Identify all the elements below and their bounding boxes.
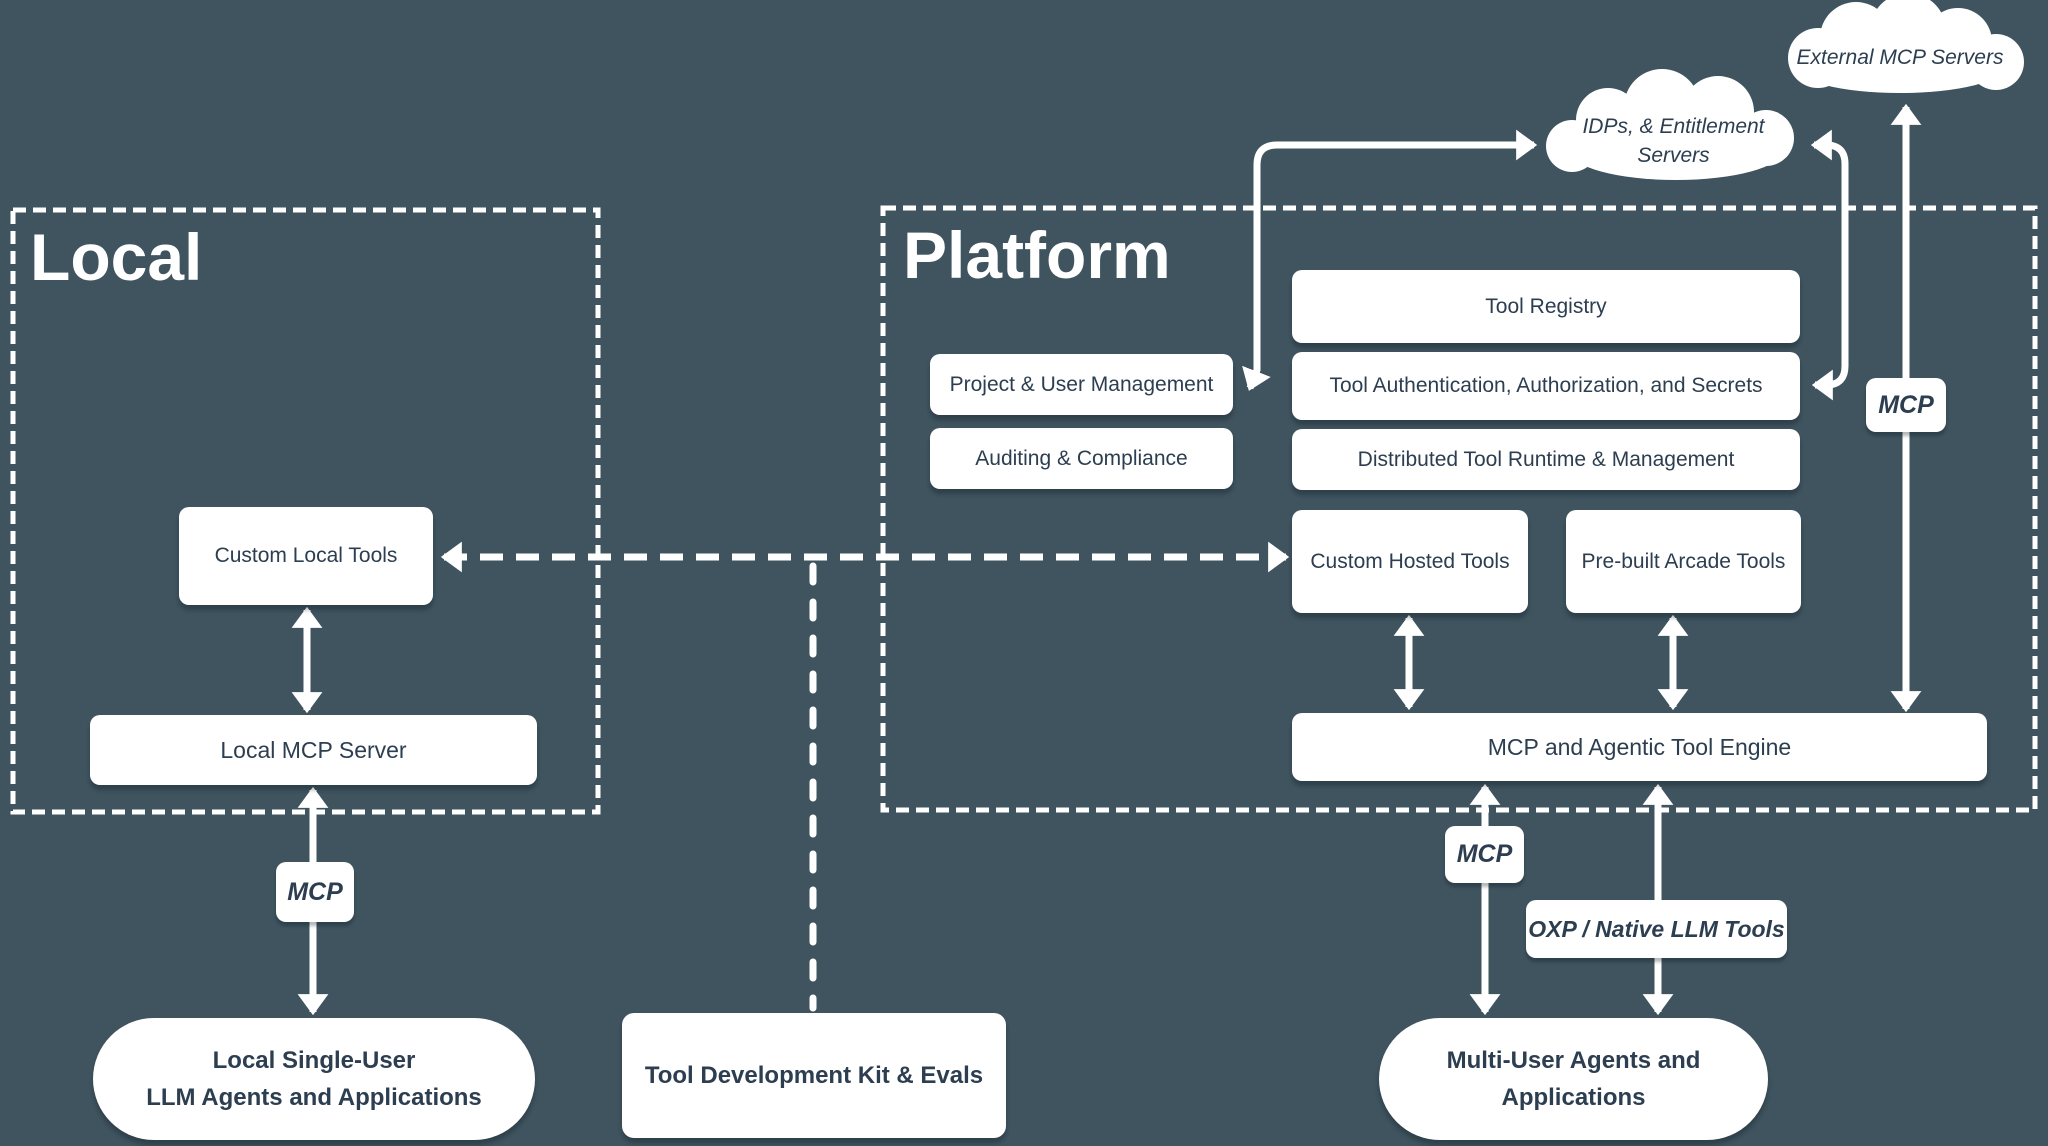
external-mcp-servers-cloud-label: External MCP Servers xyxy=(1796,46,2004,70)
mcp-chip-engine: MCP xyxy=(1445,826,1524,883)
local-single-user-agents-shape: Local Single-User LLM Agents and Applica… xyxy=(93,1018,535,1140)
tool-development-kit-box: Tool Development Kit & Evals xyxy=(622,1013,1006,1138)
custom-local-tools-box: Custom Local Tools xyxy=(179,507,433,605)
mcp-agentic-tool-engine-box: MCP and Agentic Tool Engine xyxy=(1292,713,1987,781)
platform-region-border xyxy=(880,205,2038,813)
auditing-compliance-box: Auditing & Compliance xyxy=(930,428,1233,489)
arrow-idps-cloud-tool-auth xyxy=(1810,129,1849,401)
external-mcp-servers-cloud xyxy=(1788,0,2024,93)
mcp-chip-local: MCP xyxy=(276,862,354,922)
local-region-border xyxy=(10,207,601,815)
idps-entitlement-servers-cloud-label: IDPs, & Entitlement Servers xyxy=(1582,114,1765,167)
custom-hosted-tools-box: Custom Hosted Tools xyxy=(1292,510,1528,613)
platform-region-title: Platform xyxy=(903,218,1171,292)
arrow-project-user-management-idps-cloud xyxy=(1242,129,1538,391)
tool-registry-box: Tool Registry xyxy=(1292,270,1800,343)
distributed-tool-runtime-box: Distributed Tool Runtime & Management xyxy=(1292,429,1800,490)
project-user-management-box: Project & User Management xyxy=(930,354,1233,415)
local-region-title: Local xyxy=(30,220,203,294)
local-mcp-server-box: Local MCP Server xyxy=(90,715,537,785)
multi-user-agents-shape: Multi-User Agents and Applications xyxy=(1379,1018,1768,1140)
idps-entitlement-servers-cloud xyxy=(1546,69,1794,180)
prebuilt-arcade-tools-box: Pre-built Arcade Tools xyxy=(1566,510,1801,613)
tool-authentication-box: Tool Authentication, Authorization, and … xyxy=(1292,352,1800,420)
mcp-chip-external: MCP xyxy=(1866,378,1946,432)
oxp-native-llm-tools-chip: OXP / Native LLM Tools xyxy=(1526,900,1787,958)
